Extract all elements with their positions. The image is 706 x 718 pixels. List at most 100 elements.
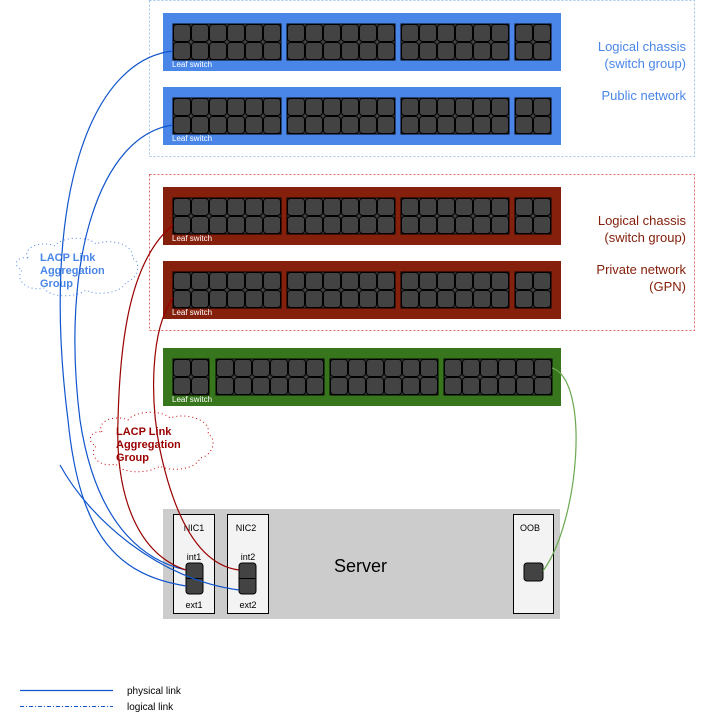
switch-port[interactable] <box>377 290 395 308</box>
link-public-int1-to-ext2[interactable] <box>59 464 240 591</box>
switch-port[interactable] <box>245 116 263 134</box>
switch-port[interactable] <box>305 216 323 234</box>
switch-port[interactable] <box>419 42 437 60</box>
switch-port[interactable] <box>245 42 263 60</box>
switch-port[interactable] <box>533 290 551 308</box>
switch-port[interactable] <box>341 198 359 216</box>
switch-port[interactable] <box>287 290 305 308</box>
switch-port[interactable] <box>359 98 377 116</box>
switch-port[interactable] <box>227 24 245 42</box>
switch-port[interactable] <box>173 198 191 216</box>
switch-port[interactable] <box>515 272 533 290</box>
switch-port[interactable] <box>263 272 281 290</box>
switch-port[interactable] <box>191 24 209 42</box>
switch-port[interactable] <box>480 377 498 395</box>
switch-port[interactable] <box>491 198 509 216</box>
switch-port[interactable] <box>419 272 437 290</box>
switch-port[interactable] <box>533 198 551 216</box>
switch-port[interactable] <box>227 42 245 60</box>
switch-port[interactable] <box>173 359 191 377</box>
switch-port[interactable] <box>209 98 227 116</box>
switch-port[interactable] <box>377 98 395 116</box>
switch-port[interactable] <box>305 272 323 290</box>
switch-port[interactable] <box>173 98 191 116</box>
switch-port[interactable] <box>444 359 462 377</box>
switch-port[interactable] <box>323 272 341 290</box>
switch-port[interactable] <box>419 24 437 42</box>
switch-port[interactable] <box>191 116 209 134</box>
switch-port[interactable] <box>287 116 305 134</box>
switch-port[interactable] <box>462 359 480 377</box>
switch-port[interactable] <box>359 116 377 134</box>
switch-port[interactable] <box>455 98 473 116</box>
leaf-switch[interactable]: Leaf switch <box>163 87 561 145</box>
switch-port[interactable] <box>305 42 323 60</box>
link-private-switch2[interactable] <box>153 297 240 571</box>
switch-port[interactable] <box>287 198 305 216</box>
switch-port[interactable] <box>498 359 516 377</box>
switch-port[interactable] <box>245 272 263 290</box>
switch-port[interactable] <box>359 24 377 42</box>
switch-port[interactable] <box>323 24 341 42</box>
switch-port[interactable] <box>473 216 491 234</box>
switch-port[interactable] <box>515 290 533 308</box>
switch-port[interactable] <box>359 198 377 216</box>
switch-port[interactable] <box>515 198 533 216</box>
switch-port[interactable] <box>330 377 348 395</box>
switch-port[interactable] <box>437 198 455 216</box>
link-oob[interactable] <box>542 367 577 572</box>
switch-port[interactable] <box>330 359 348 377</box>
switch-port[interactable] <box>491 24 509 42</box>
switch-port[interactable] <box>359 216 377 234</box>
switch-port[interactable] <box>533 216 551 234</box>
switch-port[interactable] <box>234 359 252 377</box>
switch-port[interactable] <box>173 216 191 234</box>
switch-port[interactable] <box>491 290 509 308</box>
switch-port[interactable] <box>498 377 516 395</box>
switch-port[interactable] <box>491 116 509 134</box>
switch-port[interactable] <box>288 377 306 395</box>
switch-port[interactable] <box>401 24 419 42</box>
switch-port[interactable] <box>216 359 234 377</box>
switch-port[interactable] <box>515 42 533 60</box>
switch-port[interactable] <box>341 98 359 116</box>
switch-port[interactable] <box>420 359 438 377</box>
switch-port[interactable] <box>234 377 252 395</box>
switch-port[interactable] <box>516 359 534 377</box>
link-public-switch2-to-int1[interactable] <box>74 124 187 571</box>
switch-port[interactable] <box>263 290 281 308</box>
switch-port[interactable] <box>419 290 437 308</box>
switch-port[interactable] <box>173 290 191 308</box>
switch-port[interactable] <box>305 98 323 116</box>
switch-port[interactable] <box>288 359 306 377</box>
oob-port[interactable] <box>523 562 544 582</box>
switch-port[interactable] <box>455 216 473 234</box>
switch-port[interactable] <box>263 24 281 42</box>
switch-port[interactable] <box>366 359 384 377</box>
switch-port[interactable] <box>287 272 305 290</box>
switch-port[interactable] <box>209 198 227 216</box>
switch-port[interactable] <box>227 116 245 134</box>
switch-port[interactable] <box>287 42 305 60</box>
switch-port[interactable] <box>473 198 491 216</box>
switch-port[interactable] <box>533 42 551 60</box>
switch-port[interactable] <box>419 98 437 116</box>
switch-port[interactable] <box>462 377 480 395</box>
switch-port[interactable] <box>209 116 227 134</box>
switch-port[interactable] <box>245 216 263 234</box>
switch-port[interactable] <box>341 216 359 234</box>
switch-port[interactable] <box>305 198 323 216</box>
switch-port[interactable] <box>323 98 341 116</box>
switch-port[interactable] <box>419 216 437 234</box>
switch-port[interactable] <box>419 116 437 134</box>
switch-port[interactable] <box>377 116 395 134</box>
switch-port[interactable] <box>263 42 281 60</box>
switch-port[interactable] <box>341 290 359 308</box>
switch-port[interactable] <box>384 377 402 395</box>
switch-port[interactable] <box>533 116 551 134</box>
switch-port[interactable] <box>455 24 473 42</box>
switch-port[interactable] <box>263 216 281 234</box>
switch-port[interactable] <box>515 98 533 116</box>
switch-port[interactable] <box>245 198 263 216</box>
switch-port[interactable] <box>245 98 263 116</box>
